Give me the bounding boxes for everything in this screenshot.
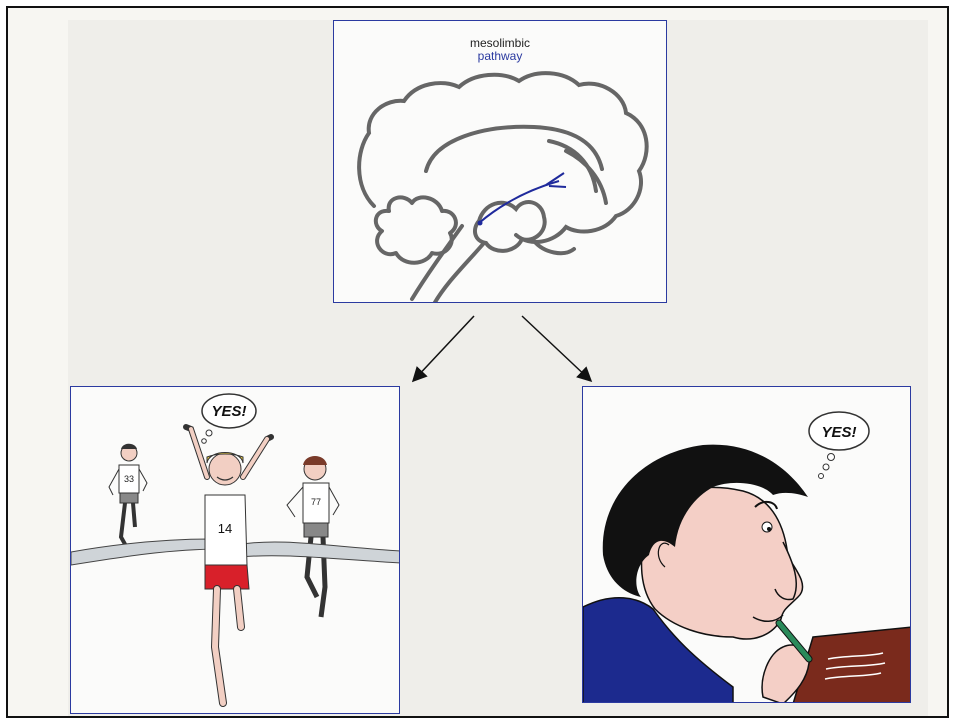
runner-illustration: YES! 33 77: [71, 387, 400, 714]
figure-frame: mesolimbic pathway: [6, 6, 949, 718]
runner-shorts: [205, 565, 249, 589]
writer-panel: YES!: [582, 386, 911, 703]
bib-77: 77: [311, 497, 321, 507]
runner-panel: YES! 33 77: [70, 386, 400, 714]
bib-14: 14: [218, 521, 232, 536]
finish-ribbon-left: [71, 539, 221, 565]
bib-33: 33: [124, 474, 134, 484]
writer-thought-text: YES!: [821, 424, 856, 441]
runner-right: 77: [287, 456, 339, 617]
writer-eye: [762, 522, 772, 532]
book: [793, 627, 911, 703]
runner-left: 33: [109, 444, 147, 555]
finish-ribbon-right: [236, 542, 400, 563]
arrow-to-runner: [414, 316, 474, 380]
arrow-to-writer: [522, 316, 590, 380]
runner-center: 14: [186, 427, 271, 703]
writer-illustration: YES!: [583, 387, 911, 703]
runner-thought-text: YES!: [211, 403, 246, 420]
